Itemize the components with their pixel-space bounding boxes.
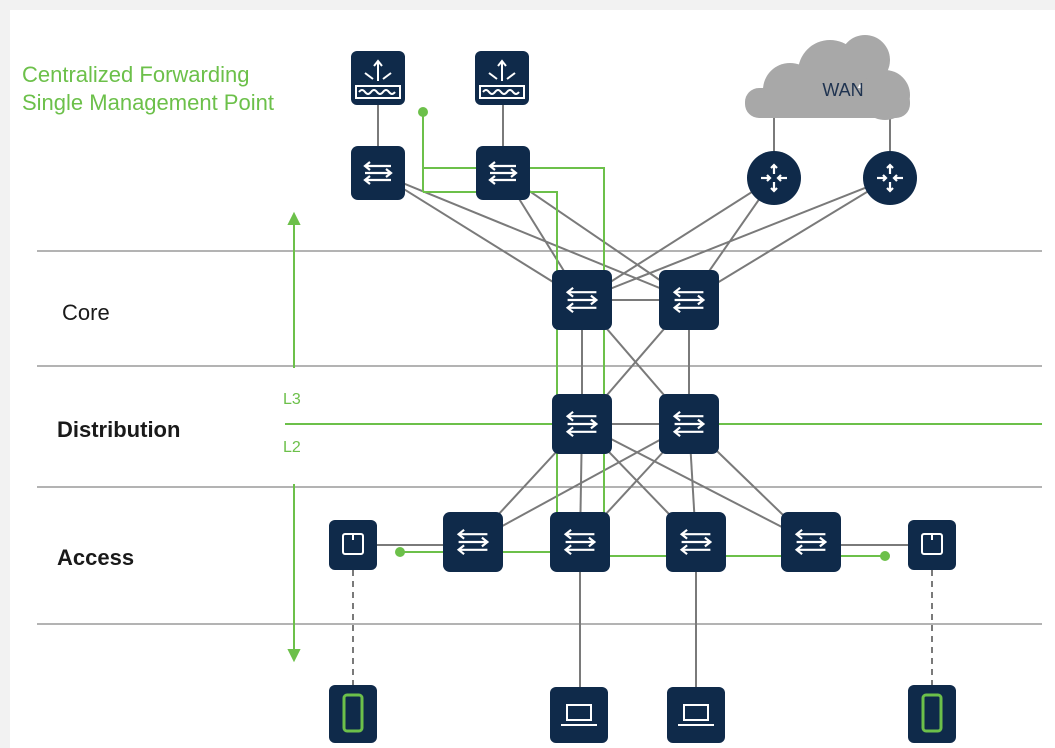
wan-label: WAN xyxy=(822,80,863,100)
switch-icon xyxy=(565,286,599,314)
switch-core-1 xyxy=(552,270,612,330)
layer-label-distribution: Distribution xyxy=(57,417,180,442)
title-line-1: Centralized Forwarding xyxy=(22,62,249,87)
switch-access-3 xyxy=(666,512,726,572)
access-point-left xyxy=(329,520,377,570)
switch-icon xyxy=(456,528,490,556)
laptop-2 xyxy=(667,687,725,743)
mobile-device-left xyxy=(329,685,377,743)
switch-top-1 xyxy=(351,146,405,200)
wireless-controller-1 xyxy=(351,51,405,105)
switches xyxy=(351,146,841,572)
switch-icon xyxy=(679,528,713,556)
laptop-1 xyxy=(550,687,608,743)
mobile-device-right xyxy=(908,685,956,743)
mobile-device-icon xyxy=(921,693,943,733)
title-line-2: Single Management Point xyxy=(22,90,274,115)
access-point-right xyxy=(908,520,956,570)
wan-cloud-icon xyxy=(745,35,910,120)
laptop-icon xyxy=(678,704,714,726)
switch-icon xyxy=(672,286,706,314)
router-1 xyxy=(747,151,801,205)
l2-label: L2 xyxy=(283,439,301,456)
router-icon xyxy=(877,163,903,193)
switch-icon xyxy=(565,410,599,438)
switch-access-2 xyxy=(550,512,610,572)
wireless-controller-icon xyxy=(479,59,525,99)
switch-icon xyxy=(563,528,597,556)
mobile-device-icon xyxy=(342,693,364,733)
switch-icon xyxy=(794,528,828,556)
switch-access-4 xyxy=(781,512,841,572)
layer-arrows xyxy=(287,211,301,663)
forwarding-path-endpoints xyxy=(395,107,890,561)
switch-access-1 xyxy=(443,512,503,572)
switch-top-2 xyxy=(476,146,530,200)
switch-core-2 xyxy=(659,270,719,330)
l3-label: L3 xyxy=(283,391,301,408)
wireless-links xyxy=(352,570,933,685)
layer-separators xyxy=(37,250,1042,625)
switch-icon xyxy=(672,410,706,438)
wireless-controller-icon xyxy=(355,59,401,99)
layer-label-core: Core xyxy=(62,300,110,325)
wireless-controller-2 xyxy=(475,51,529,105)
switch-icon xyxy=(363,161,393,185)
switch-distribution-2 xyxy=(659,394,719,454)
layer-label-access: Access xyxy=(57,545,134,570)
switch-distribution-1 xyxy=(552,394,612,454)
laptop-icon xyxy=(561,704,597,726)
diagram-background xyxy=(10,10,1055,748)
switch-icon xyxy=(488,161,518,185)
router-2 xyxy=(863,151,917,205)
router-icon xyxy=(761,163,787,193)
